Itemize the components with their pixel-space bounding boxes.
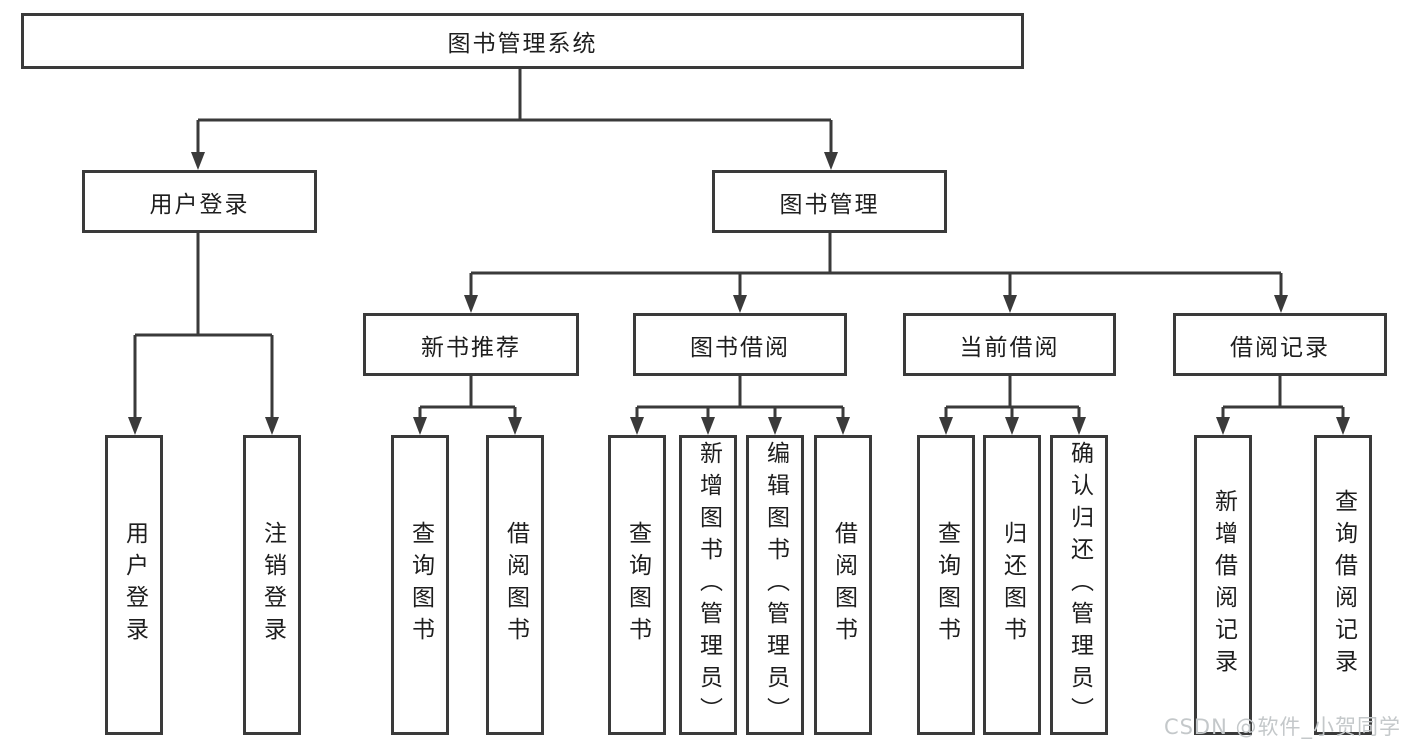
node-book-borrow: 图书借阅 — [633, 313, 847, 376]
leaf-recommend-borrow-books: 借阅图书 — [486, 435, 544, 735]
node-book-borrow-label: 图书借阅 — [690, 334, 790, 361]
leaf-edit-books-admin: 编辑图书（管理员） — [746, 435, 804, 735]
leaf-return-books-label: 归还图书 — [999, 521, 1026, 649]
leaf-current-query-books: 查询图书 — [917, 435, 975, 735]
leaf-recommend-borrow-books-label: 借阅图书 — [502, 521, 529, 649]
node-root-system: 图书管理系统 — [21, 13, 1024, 69]
csdn-watermark: CSDN @软件_小贺同学 — [1163, 715, 1401, 739]
node-user-login-label: 用户登录 — [149, 191, 250, 218]
leaf-edit-books-admin-label: 编辑图书（管理员） — [762, 441, 789, 729]
leaf-add-borrow-record-label: 新增借阅记录 — [1210, 489, 1237, 681]
leaf-borrow-query-books: 查询图书 — [608, 435, 666, 735]
leaf-recommend-query-books: 查询图书 — [391, 435, 449, 735]
leaf-borrow-query-books-label: 查询图书 — [624, 521, 651, 649]
leaf-logout: 注销登录 — [243, 435, 301, 735]
node-book-management: 图书管理 — [712, 170, 947, 233]
leaf-confirm-return-admin-label: 确认归还（管理员） — [1066, 441, 1093, 729]
leaf-current-query-books-label: 查询图书 — [933, 521, 960, 649]
node-new-book-recommend-label: 新书推荐 — [421, 334, 521, 361]
leaf-add-books-admin-label: 新增图书（管理员） — [695, 441, 722, 729]
node-borrow-records-label: 借阅记录 — [1230, 334, 1330, 361]
leaf-logout-label: 注销登录 — [259, 521, 286, 649]
leaf-return-books: 归还图书 — [983, 435, 1041, 735]
node-book-management-label: 图书管理 — [779, 191, 880, 218]
leaf-query-borrow-record: 查询借阅记录 — [1314, 435, 1372, 735]
node-current-borrow: 当前借阅 — [903, 313, 1116, 376]
leaf-user-login: 用户登录 — [105, 435, 163, 735]
node-new-book-recommend: 新书推荐 — [363, 313, 579, 376]
leaf-recommend-query-books-label: 查询图书 — [407, 521, 434, 649]
leaf-confirm-return-admin: 确认归还（管理员） — [1050, 435, 1108, 735]
node-current-borrow-label: 当前借阅 — [959, 334, 1060, 361]
leaf-query-borrow-record-label: 查询借阅记录 — [1330, 489, 1357, 681]
leaf-borrow-books: 借阅图书 — [814, 435, 872, 735]
node-user-login: 用户登录 — [82, 170, 317, 233]
node-borrow-records: 借阅记录 — [1173, 313, 1387, 376]
leaf-add-books-admin: 新增图书（管理员） — [679, 435, 737, 735]
leaf-add-borrow-record: 新增借阅记录 — [1194, 435, 1252, 735]
node-root-system-label: 图书管理系统 — [447, 31, 598, 57]
leaf-borrow-books-label: 借阅图书 — [830, 521, 857, 649]
leaf-user-login-label: 用户登录 — [121, 521, 148, 649]
